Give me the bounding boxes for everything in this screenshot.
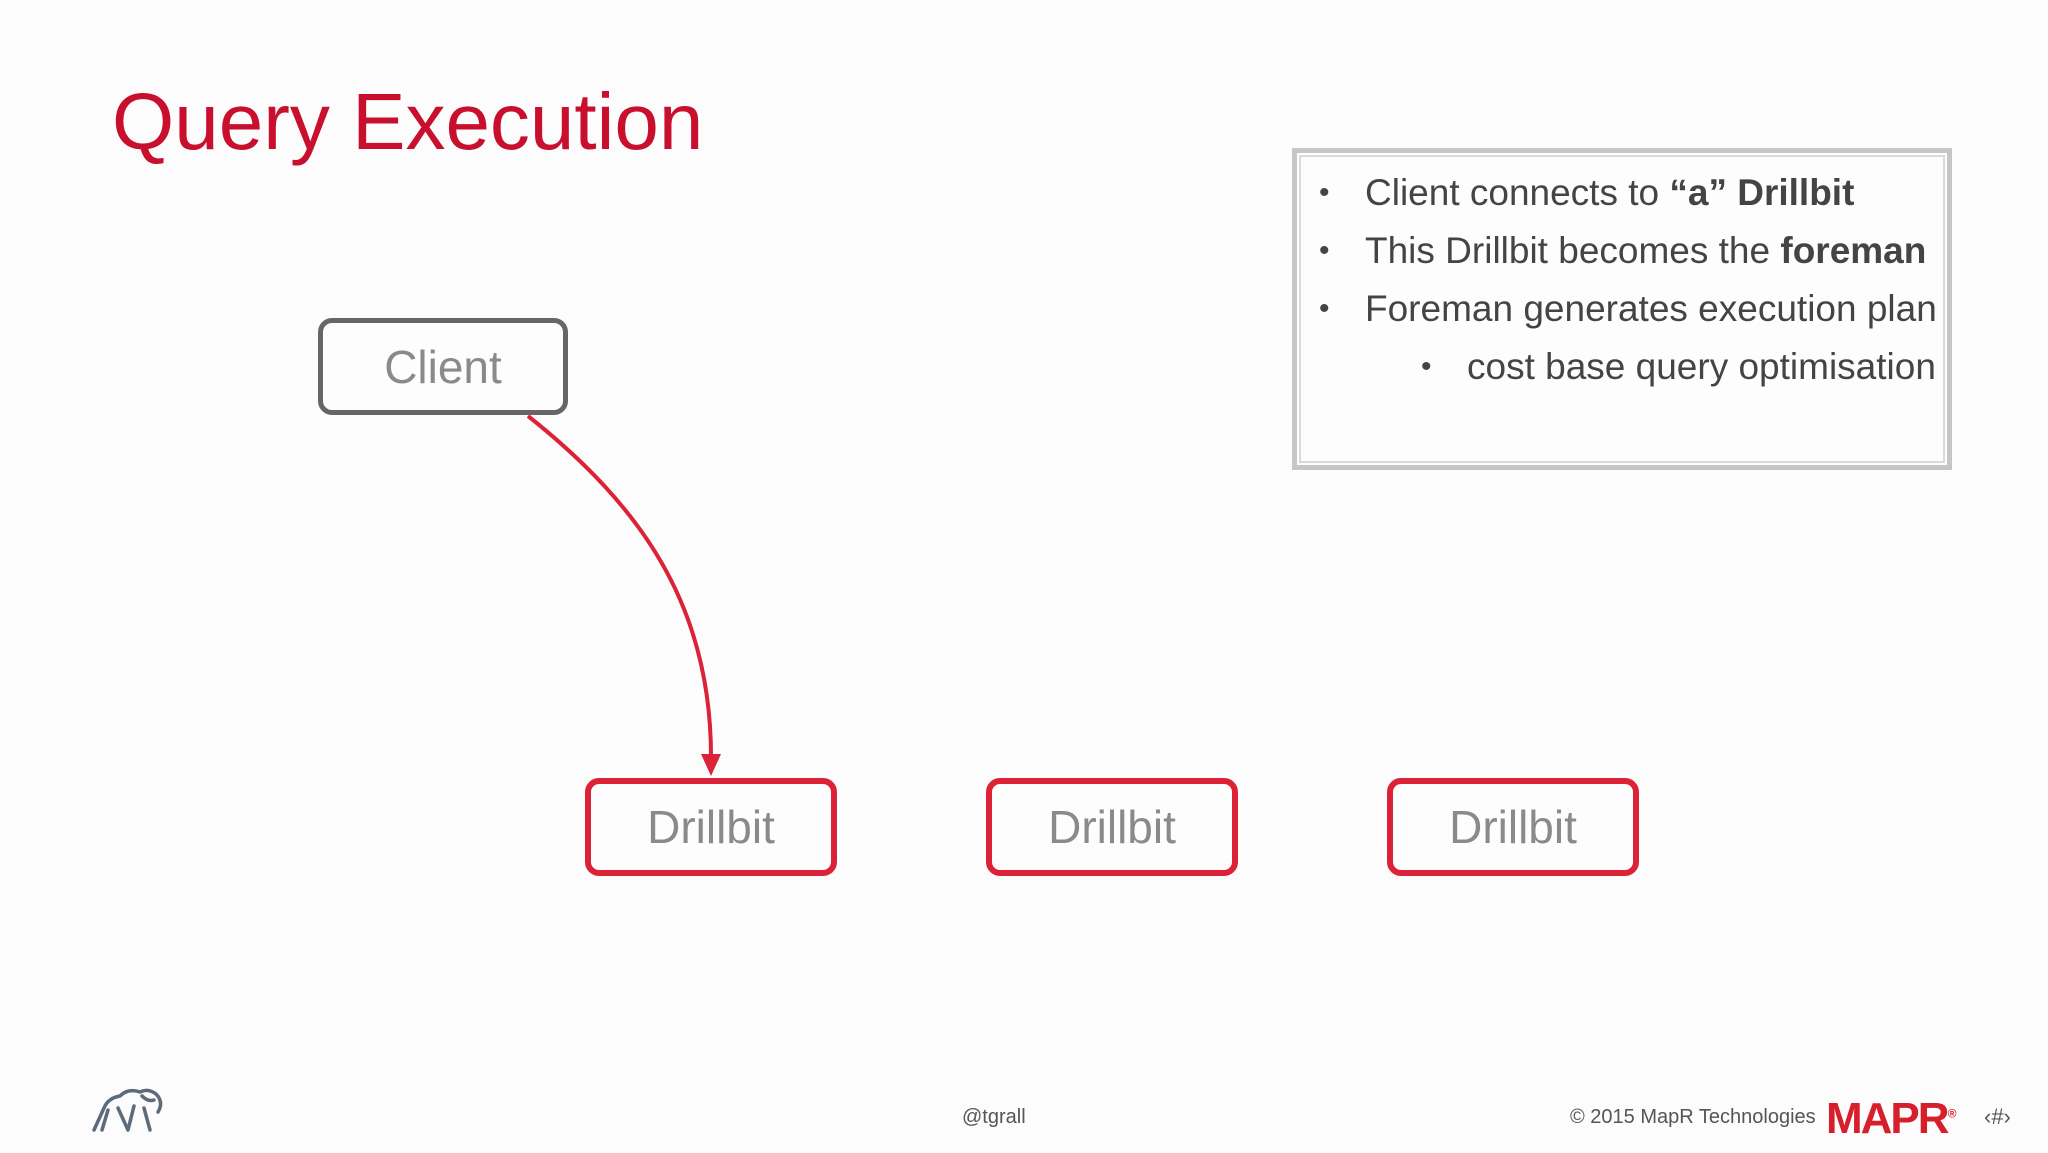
bullet-text: Foreman generates execution plan [1365, 288, 1937, 329]
arrow-curve [526, 414, 714, 761]
bullet-text: cost base query optimisation [1467, 346, 1936, 387]
mapr-logo: MAPR® [1826, 1094, 1956, 1144]
bullet-text-bold: foreman [1780, 230, 1927, 271]
client-box: Client [318, 318, 568, 415]
slide-title: Query Execution [112, 77, 704, 166]
page-number: ‹#› [1984, 1104, 2011, 1129]
client-label: Client [384, 340, 502, 393]
arrow-head [701, 754, 721, 776]
footer-copyright: © 2015 MapR Technologies [1570, 1106, 1816, 1128]
bullet-dot: • [1319, 176, 1330, 209]
bullet-text: Client connects to [1365, 172, 1670, 213]
drillbit-box-3: Drillbit [1387, 778, 1639, 876]
mapr-logo-text: MAPR [1826, 1094, 1950, 1143]
drillbit-label: Drillbit [1048, 801, 1176, 853]
footer-handle: @tgrall [962, 1106, 1026, 1128]
callout-box: • Client connects to “a” Drillbit • This… [1292, 148, 1952, 470]
bullet-text: This Drillbit becomes the [1365, 230, 1781, 271]
bullet-dot: • [1319, 234, 1330, 267]
drillbit-label: Drillbit [647, 801, 775, 853]
bullet-dot: • [1319, 292, 1330, 325]
drill-elephant-logo-icon [92, 1088, 163, 1132]
drillbit-box-2: Drillbit [986, 778, 1238, 876]
bullet-dot: • [1421, 350, 1432, 383]
mapr-registered-mark: ® [1947, 1106, 1957, 1121]
bullet-text-bold: “a” Drillbit [1669, 172, 1855, 213]
drillbit-box-1: Drillbit [585, 778, 837, 876]
drillbit-label: Drillbit [1449, 801, 1577, 853]
